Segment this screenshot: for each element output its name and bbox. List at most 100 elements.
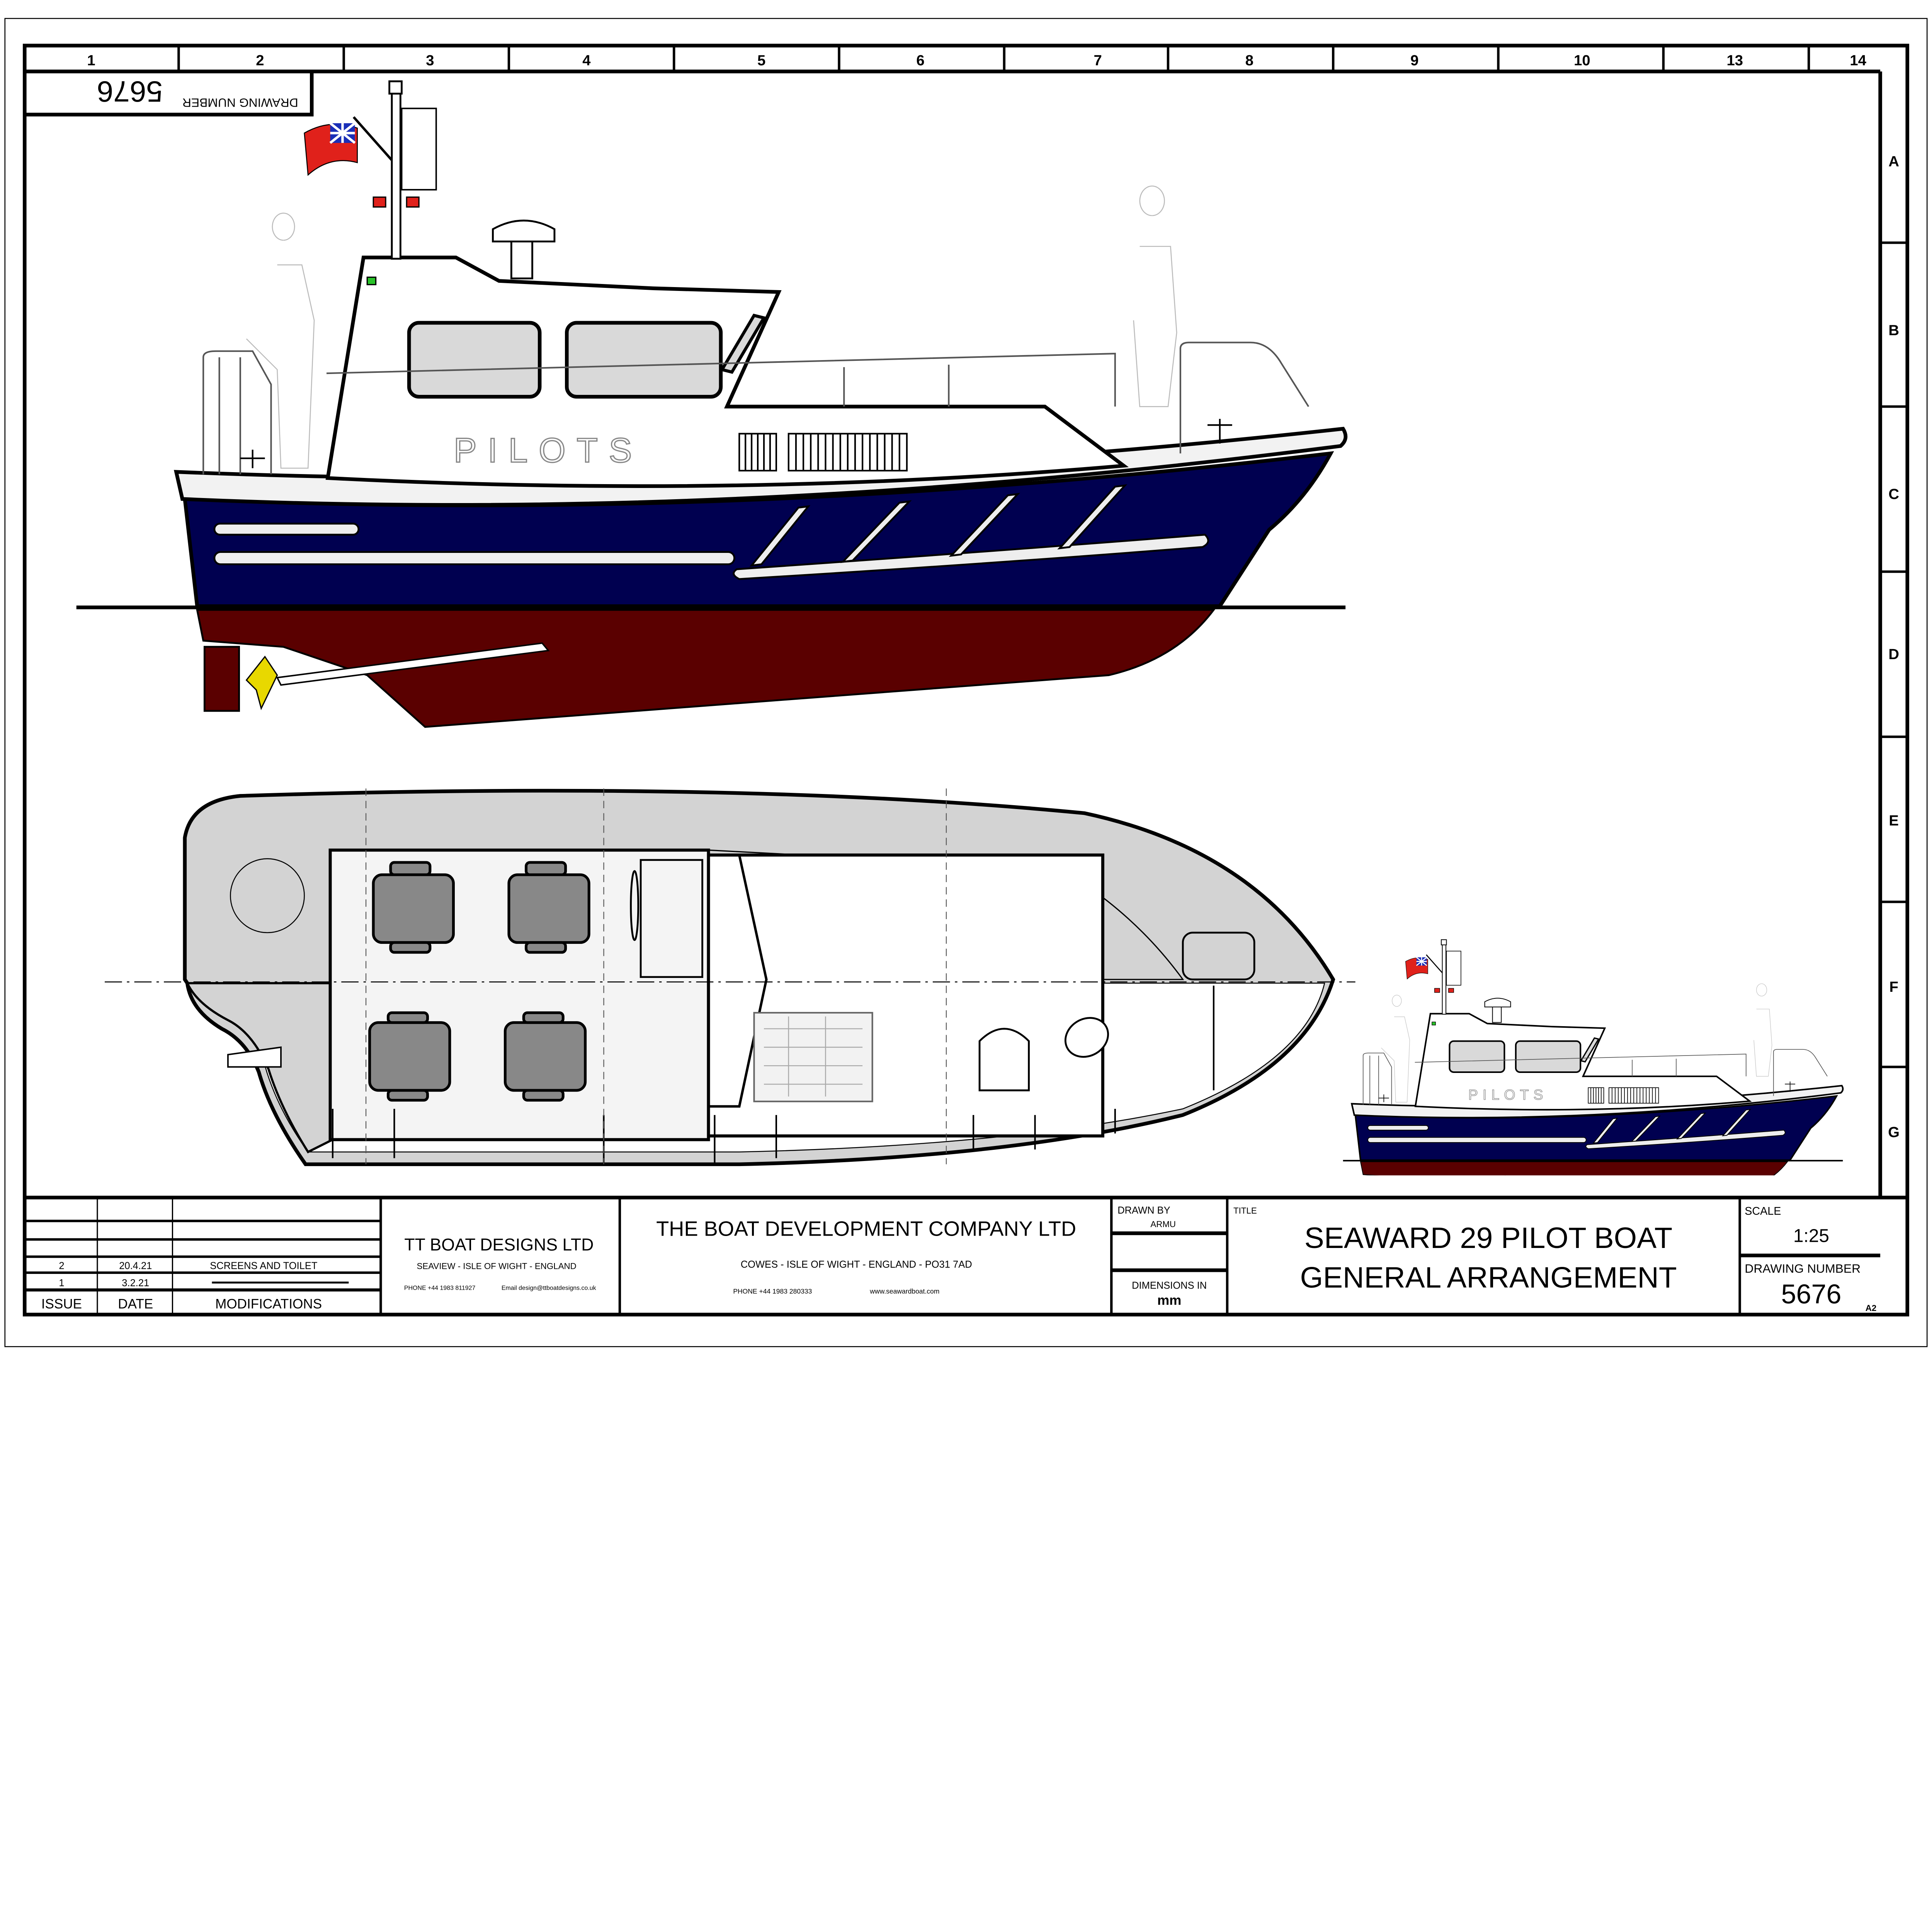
designer-address: SEAVIEW - ISLE OF WIGHT - ENGLAND [417,1261,576,1271]
company-website: www.seawardboat.com [869,1287,939,1295]
revision-issue: 1 [59,1278,64,1289]
seat [503,1021,587,1092]
cabin-window [565,321,723,399]
revision-header-modifications: MODIFICATIONS [215,1296,322,1311]
grid-row-label: C [1888,486,1899,502]
inverted-drawing-number-box: DRAWING NUMBER 5676 [22,71,314,117]
designer-email: Email design@ttboatdesigns.co.uk [502,1285,596,1292]
mast [391,85,401,260]
window-stripes [749,484,1128,567]
scale-value: 1:25 [1793,1226,1829,1246]
wheelhouse-side-window [708,853,768,1108]
grid-column-label: 7 [1094,52,1102,69]
helm-console [639,859,703,978]
revision-header-issue: ISSUE [41,1296,82,1311]
washbasin [1064,1017,1109,1058]
grid-row-label: B [1888,322,1899,338]
grid-row-label: D [1888,646,1899,663]
outer-trim-line [4,18,1928,1347]
title-line-2: GENERAL ARRANGEMENT [1300,1261,1677,1294]
drawn-by-block: DRAWN BY ARMU DIMENSIONS IN mm [1117,1205,1207,1308]
company-phone: PHONE +44 1983 280333 [733,1287,812,1295]
grid-column-label: 8 [1245,52,1253,69]
drawing-number-label: DRAWING NUMBER [1745,1261,1861,1275]
drawn-by-label: DRAWN BY [1117,1205,1170,1216]
drawing-sheet: 1 2 3 4 5 6 7 8 9 10 13 14 A B C D E F G… [4,18,1928,1347]
radar-dome [492,219,556,280]
liferaft-canister [230,858,305,933]
hull-stripe [213,551,735,565]
seat [372,873,455,944]
propeller [245,655,278,711]
grid-row-label: F [1889,979,1898,995]
prop-shaft [276,642,550,686]
mast-light [388,80,403,95]
rudder [203,646,240,712]
hull-stripe [733,534,1209,580]
inverted-drawing-number: 5676 [97,75,163,107]
sheet-border: 1 2 3 4 5 6 7 8 9 10 13 14 A B C D E F G [22,44,1910,1317]
scale-box: SCALE 1:25 DRAWING NUMBER 5676 A2 [1745,1205,1876,1313]
designer-phone: PHONE +44 1983 811927 [404,1285,476,1292]
engine-detail [764,1016,863,1097]
nav-light [372,196,386,208]
section-lines [365,788,947,1165]
grid-column-label: 3 [426,52,434,69]
seat [507,873,590,944]
vent-grille [738,433,908,472]
grid-column-label: 13 [1727,52,1743,69]
pilot-seats [368,861,590,1102]
title-label: TITLE [1233,1206,1257,1216]
title-block [24,1195,1908,1315]
grid-column-label: 1 [87,52,95,69]
cabin-window [407,321,542,399]
mooring-cleat [240,419,1232,468]
drawn-by-value: ARMU [1150,1219,1176,1229]
designer-name: TT BOAT DESIGNS LTD [404,1236,594,1255]
forward-hatch [1182,932,1255,981]
engine-block [753,1012,873,1102]
revision-date: 3.2.21 [122,1278,149,1289]
revision-issue: 2 [59,1260,64,1271]
plan-view [105,788,1355,1166]
hull-lettering: PILOTS [454,431,643,469]
antifouling-hull [196,609,1216,728]
dimensions-unit: mm [1157,1293,1181,1308]
radar-reflector [401,107,437,190]
revision-modification: SCREENS AND TOILET [210,1260,317,1271]
grid-column-label: 14 [1850,52,1866,69]
title-line-1: SEAWARD 29 PILOT BOAT [1304,1222,1672,1255]
title-box: TITLE SEAWARD 29 PILOT BOAT GENERAL ARRA… [1233,1206,1677,1294]
grid-column-label: 9 [1410,52,1418,69]
tiller [227,1046,282,1068]
side-profile-view: PILOTS [76,80,1348,728]
crew-figure-outline [246,185,1177,469]
grid-row-label: G [1888,1124,1900,1141]
nav-light [406,196,420,208]
designer-block: TT BOAT DESIGNS LTD SEAVIEW - ISLE OF WI… [404,1236,596,1292]
seat [368,1021,451,1092]
grid-column-label: 5 [757,52,765,69]
grid-column-label: 6 [916,52,924,69]
grid-column-label: 4 [582,52,591,69]
company-name: THE BOAT DEVELOPMENT COMPANY LTD [656,1217,1076,1240]
scale-label: SCALE [1745,1205,1781,1217]
green-light [366,276,377,286]
company-block: THE BOAT DEVELOPMENT COMPANY LTD COWES -… [656,1217,1076,1295]
guard-rails [202,342,1310,474]
company-address: COWES - ISLE OF WIGHT - ENGLAND - PO31 7… [741,1259,972,1270]
revision-header-date: DATE [118,1296,153,1311]
toilet [978,1028,1030,1091]
grid-row-label: E [1889,812,1899,829]
revision-date: 20.4.21 [119,1260,152,1271]
dimensions-label: DIMENSIONS IN [1132,1280,1207,1291]
grid-column-label: 2 [256,52,264,69]
sheet-size: A2 [1866,1303,1877,1313]
grid-column-label: 10 [1574,52,1590,69]
revision-table: 2 20.4.21 SCREENS AND TOILET 1 3.2.21 IS… [41,1260,322,1311]
grid-row-label: A [1888,153,1899,170]
steering-wheel [630,870,639,941]
drawing-number: 5676 [1781,1279,1841,1309]
hull-stripe [213,522,360,536]
red-ensign-flag [304,116,393,176]
